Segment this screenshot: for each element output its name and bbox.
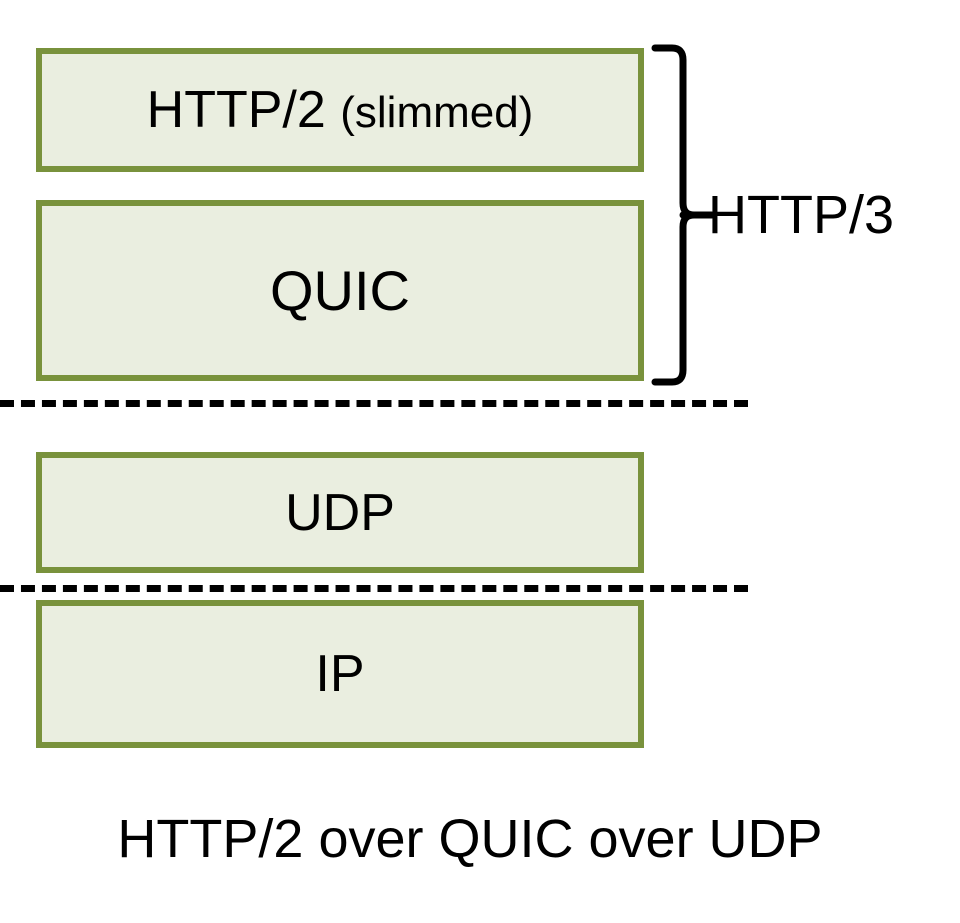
layer-box-ip: IP [36,600,644,748]
layer-label-udp: UDP [285,483,395,542]
layer-label-http2: HTTP/2 (slimmed) [147,84,534,136]
layer-label-quic: QUIC [270,258,410,322]
layer-box-quic: QUIC [36,200,644,381]
divider-network-boundary [0,585,748,592]
diagram-caption: HTTP/2 over QUIC over UDP [117,809,823,869]
layer-box-http2: HTTP/2 (slimmed) [36,48,644,172]
curly-brace-icon [648,40,724,390]
brace-label-http3: HTTP/3 [708,185,895,245]
layer-label-http2-note: (slimmed) [340,88,534,137]
layer-label-ip: IP [315,645,365,703]
layer-box-udp: UDP [36,452,644,573]
divider-transport-boundary [0,400,748,407]
layer-label-http2-text: HTTP/2 [146,81,341,139]
